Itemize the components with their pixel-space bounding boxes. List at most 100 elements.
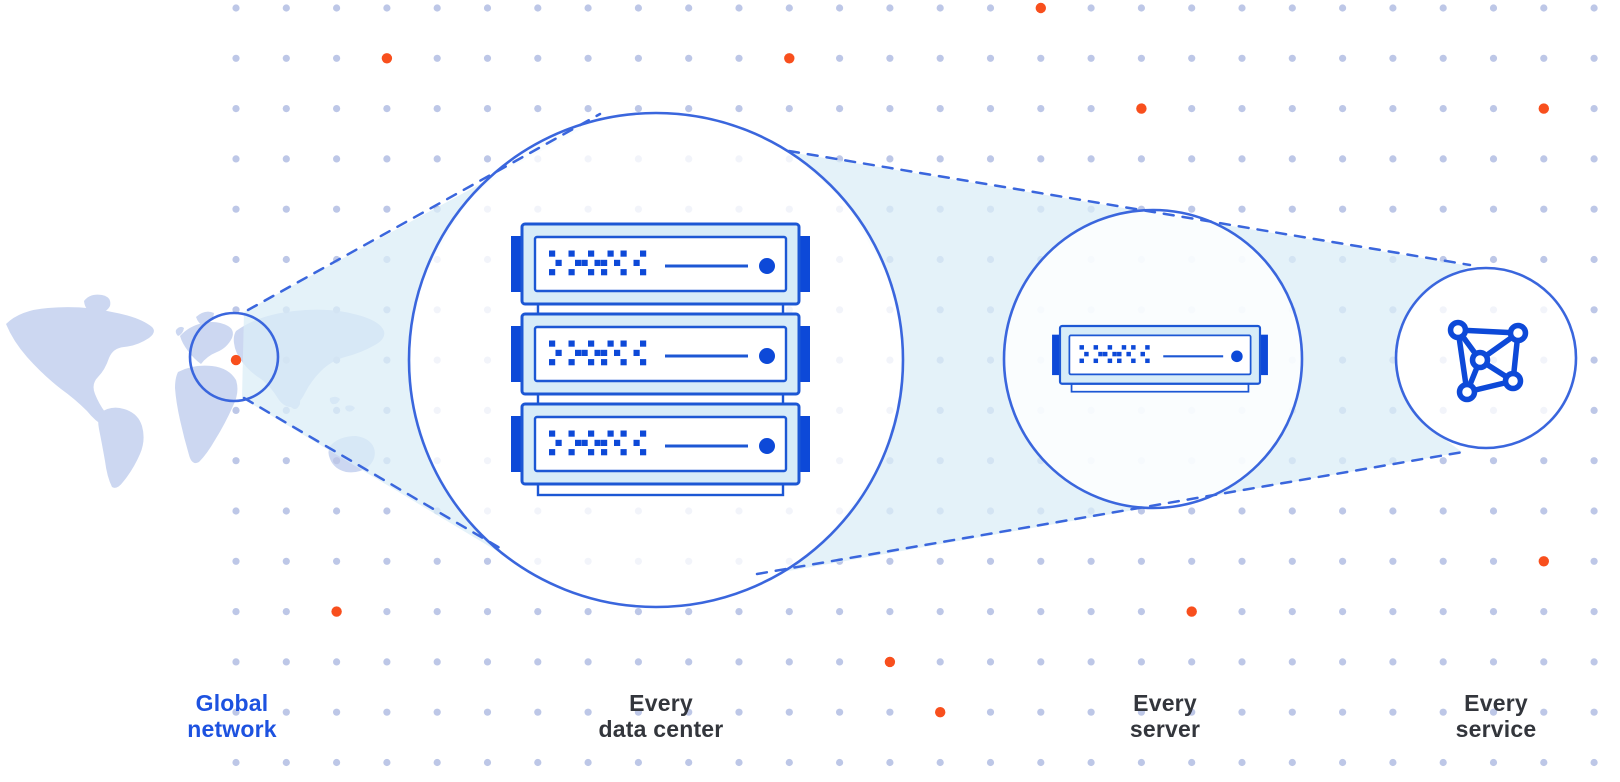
grid-dot <box>1540 205 1548 213</box>
grid-dot <box>282 457 290 465</box>
server-vent-dot <box>1131 345 1136 350</box>
grid-dot <box>1188 708 1196 716</box>
grid-dot <box>886 557 894 565</box>
grid-dot <box>1590 758 1598 767</box>
grid-dot <box>1339 708 1347 716</box>
grid-dot <box>1439 557 1447 565</box>
server-ear-left <box>1052 334 1061 376</box>
server-vent-dot <box>594 259 601 266</box>
server-vent-dot <box>1145 345 1150 350</box>
server-vent-dot <box>640 250 647 257</box>
grid-dot <box>433 608 441 616</box>
grid-dot <box>1238 4 1246 12</box>
server-base-tray <box>536 482 785 497</box>
grid-dot <box>232 658 240 666</box>
grid-dot <box>584 708 592 716</box>
label-every-data-center: Every data center <box>599 690 724 742</box>
grid-dot <box>1590 608 1598 616</box>
grid-dot <box>1288 758 1296 767</box>
grid-dot <box>1489 708 1498 716</box>
server-vent-dot <box>640 430 647 437</box>
grid-dot <box>1489 105 1498 113</box>
server-vent-dot <box>640 449 647 456</box>
grid-dot <box>1087 608 1095 616</box>
server-vent-dot <box>601 259 608 266</box>
grid-dot <box>936 105 944 113</box>
grid-dot <box>1188 758 1196 767</box>
grid-dot <box>483 608 492 616</box>
grid-dot <box>1087 105 1095 113</box>
server-vent-dot <box>588 250 595 257</box>
grid-dot <box>634 105 643 113</box>
server-vent-dot <box>549 449 556 456</box>
grid-dot <box>836 658 844 666</box>
server-vent-dot <box>1140 351 1145 357</box>
server-vent-dot <box>607 250 614 257</box>
grid-dot <box>634 658 643 666</box>
orange-grid-dot <box>1136 103 1147 114</box>
grid-dot <box>1389 658 1397 666</box>
server-ear-left <box>511 326 523 382</box>
grid-dot <box>282 54 290 62</box>
dashed-line-upper-left <box>246 112 602 312</box>
grid-dot <box>282 255 290 264</box>
grid-dot <box>282 507 290 515</box>
grid-dot <box>1339 54 1347 62</box>
network-node-icon <box>1502 370 1524 392</box>
grid-dot <box>1590 54 1598 62</box>
grid-dot <box>1137 708 1145 716</box>
grid-dot <box>785 105 793 113</box>
server-vent-dot <box>581 439 588 446</box>
label-every-server: Every server <box>1130 690 1200 742</box>
grid-dot <box>735 608 743 616</box>
grid-dot <box>785 608 793 616</box>
grid-dot <box>1389 4 1397 12</box>
map-region-scandinavia <box>196 311 214 327</box>
grid-dot <box>1137 54 1145 62</box>
grid-dot <box>333 54 341 62</box>
grid-dot <box>1339 608 1347 616</box>
grid-dot <box>1037 557 1045 565</box>
grid-dot <box>1489 557 1498 565</box>
grid-dot <box>1238 557 1246 565</box>
grid-dot <box>383 4 391 12</box>
grid-dot <box>785 708 793 716</box>
grid-dot <box>1389 608 1397 616</box>
label-line: network <box>187 716 277 742</box>
grid-dot <box>333 507 341 515</box>
grid-dot <box>1489 255 1498 264</box>
grid-dot <box>1288 54 1296 62</box>
grid-dot <box>433 105 441 113</box>
server-led-icon <box>759 348 775 364</box>
grid-dot <box>936 758 944 767</box>
grid-dot <box>634 708 643 716</box>
server-vent-dot <box>1107 345 1113 350</box>
server-vent-dot <box>588 430 595 437</box>
grid-dot <box>1389 708 1397 716</box>
grid-dot <box>1288 658 1296 666</box>
server-vent-dot <box>568 250 575 257</box>
server-face-panel <box>1068 334 1252 376</box>
grid-dot <box>1540 4 1548 12</box>
grid-dot <box>735 758 743 767</box>
grid-dot <box>1238 155 1246 163</box>
grid-dot <box>282 608 290 616</box>
grid-dot <box>1087 557 1095 565</box>
grid-dot <box>1137 4 1145 12</box>
grid-dot <box>282 155 290 163</box>
map-region-uk <box>175 326 184 336</box>
grid-dot <box>1188 658 1196 666</box>
server-vent-dot <box>614 439 621 446</box>
grid-dot <box>785 658 793 666</box>
grid-dot <box>1439 658 1447 666</box>
grid-dot <box>584 608 592 616</box>
grid-dot <box>1389 155 1397 163</box>
grid-dot <box>282 758 290 767</box>
label-line: Every <box>1133 690 1197 716</box>
orange-grid-dot <box>1538 556 1550 567</box>
grid-dot <box>836 758 844 767</box>
grid-dot <box>1489 608 1498 616</box>
grid-dot <box>333 4 341 12</box>
grid-dot <box>1439 54 1447 62</box>
